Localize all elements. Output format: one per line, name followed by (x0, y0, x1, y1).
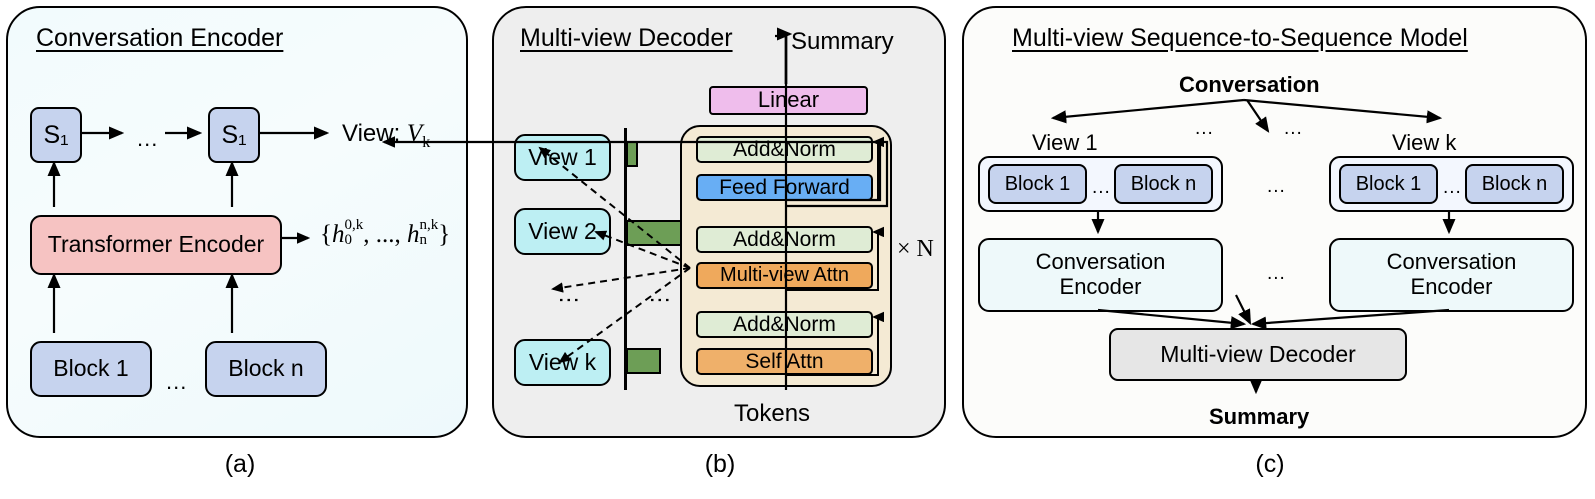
panel-b-title: Multi-view Decoder (520, 24, 733, 52)
block-first-box: Block 1 (30, 341, 152, 397)
states-ellipsis: ... (137, 126, 159, 151)
branch-2-block-last: Block n (1465, 164, 1564, 204)
figure-label-c: (c) (1255, 450, 1285, 478)
linear-box: Linear (709, 86, 868, 115)
bars-vertical-ellipsis: ⋮ (648, 289, 673, 312)
branch-1-view-label: View 1 (1032, 130, 1098, 155)
addnorm-box-mid: Add&Norm (696, 226, 873, 253)
branches-ellipsis-top: ... (1267, 176, 1286, 197)
attention-bar-k (626, 348, 661, 374)
top-ellipsis-right: ... (1284, 118, 1303, 139)
panel-c-title: Multi-view Sequence-to-Sequence Model (1012, 24, 1468, 52)
branch-1-block-last: Block n (1114, 164, 1213, 204)
hidden-h-first-sub: 0 (344, 232, 353, 248)
branch-2-block-ellipsis: ... (1443, 177, 1462, 198)
branch-1-block-ellipsis: ... (1092, 177, 1111, 198)
branch-2-block-first: Block 1 (1339, 164, 1438, 204)
multiview-attn-box: Multi-view Attn (696, 262, 873, 289)
conversation-input-label: Conversation (1179, 72, 1320, 97)
branch-1-block-first: Block 1 (988, 164, 1087, 204)
panel-a-title: Conversation Encoder (36, 24, 284, 52)
top-ellipsis-left: ... (1195, 118, 1214, 139)
feed-forward-box: Feed Forward (696, 174, 873, 201)
hidden-h-last: h (407, 221, 420, 248)
summary-output-label-c: Summary (1209, 404, 1310, 429)
view-box-1: View 1 (514, 134, 611, 181)
view-symbol: V (406, 120, 423, 147)
view-box-2: View 2 (514, 208, 611, 255)
state-box-left: S₁ (30, 107, 82, 163)
addnorm-box-bottom: Add&Norm (696, 311, 873, 338)
view-output-label: View: Vk (342, 120, 431, 151)
tokens-input-label: Tokens (734, 400, 811, 427)
view-subscript: k (422, 133, 431, 151)
panel-multiview-seq2seq: Multi-view Sequence-to-Sequence Model Co… (962, 6, 1587, 438)
branches-ellipsis-bottom: ... (1267, 263, 1286, 284)
branch-1-conversation-encoder: Conversation Encoder (978, 238, 1223, 312)
hidden-h-last-sup: n,k (419, 217, 439, 233)
view-box-k: View k (514, 339, 611, 386)
panel-multiview-decoder: Multi-view Decoder Summary View 1 View 2… (492, 6, 946, 438)
transformer-encoder-box: Transformer Encoder (30, 215, 282, 275)
panel-conversation-encoder: Conversation Encoder S₁ ... S₁ View: Vk … (6, 6, 468, 438)
hidden-h-first: h (332, 221, 345, 248)
addnorm-box-top: Add&Norm (696, 136, 873, 163)
blocks-ellipsis: ... (166, 369, 188, 394)
hidden-h-last-sub: n (419, 232, 428, 248)
branch-2-view-label: View k (1392, 130, 1457, 155)
multiview-decoder-box: Multi-view Decoder (1109, 328, 1407, 381)
summary-output-label: Summary (791, 28, 894, 55)
hidden-close: } (438, 221, 451, 248)
self-attn-box: Self Attn (696, 348, 873, 375)
attention-bar-1 (626, 141, 638, 167)
block-last-box: Block n (205, 341, 327, 397)
figure-label-b: (b) (704, 450, 736, 478)
figure-label-a: (a) (224, 450, 256, 478)
branch-2-conversation-encoder: Conversation Encoder (1329, 238, 1574, 312)
hidden-h-first-sup: 0,k (344, 217, 364, 233)
hidden-mid: , ..., (363, 221, 407, 248)
repeat-n-label: × N (897, 236, 934, 262)
state-box-right: S₁ (208, 107, 260, 163)
views-vertical-ellipsis: ⋮ (557, 289, 582, 312)
